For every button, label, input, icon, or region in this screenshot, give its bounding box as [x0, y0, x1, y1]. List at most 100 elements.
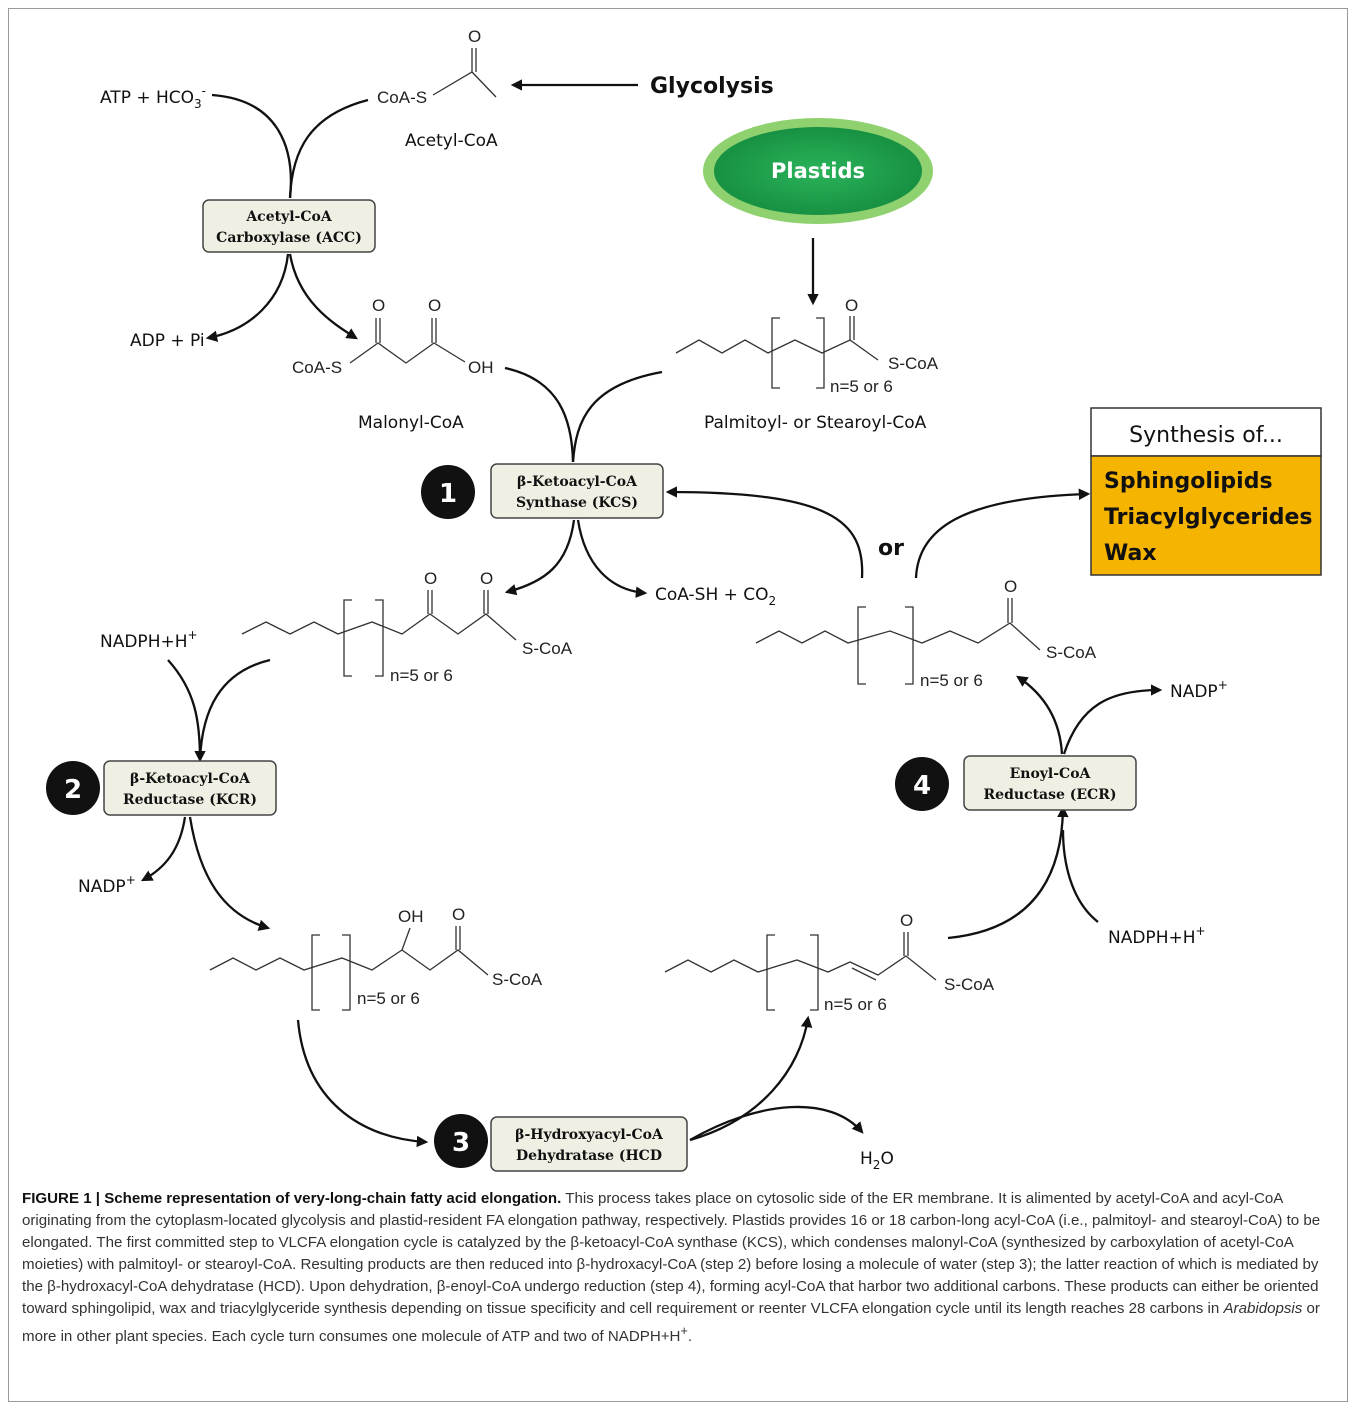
hcd-line1: β-Hydroxyacyl-CoA: [515, 1127, 664, 1143]
acetyl-coa-label: Acetyl-CoA: [405, 131, 498, 151]
svg-text:2: 2: [64, 775, 82, 805]
hydroxyacyl-oh: OH: [398, 907, 424, 926]
nadph-to-kcr-arrow: [167, 659, 206, 763]
acyl-oxygen: O: [1004, 577, 1017, 596]
synthesis-item-sphingolipids: Sphingolipids: [1104, 469, 1273, 494]
kcs-enzyme-box: β-Ketoacyl-CoA Synthase (KCS): [490, 463, 664, 519]
nadp-label-kcr: NADP+: [78, 873, 136, 897]
or-label: or: [878, 536, 904, 561]
kcr-enzyme-box: β-Ketoacyl-CoA Reductase (KCR): [103, 760, 277, 816]
acyl-repeat: n=5 or 6: [920, 671, 983, 690]
hydroxyacyl-to-hcd-arrow: [296, 1019, 429, 1148]
acetyl-coa-structure: CoA-S O Acetyl-CoA: [377, 27, 498, 151]
synthesis-item-wax: Wax: [1104, 541, 1157, 566]
kcr-to-nadp-arrow: [140, 816, 187, 882]
hcd-to-water-arrow: [689, 1105, 864, 1141]
caption-label: FIGURE 1 | Scheme representation of very…: [22, 1190, 562, 1207]
step-4-badge: 4: [895, 757, 949, 811]
nadph-label-ecr: NADPH+H+: [1108, 924, 1206, 948]
malonyl-to-kcs-arrow: [504, 366, 575, 463]
kcs-line2: Synthase (KCS): [516, 495, 638, 511]
caption-text-2: or more in other plant species. Each cyc…: [22, 1300, 1320, 1346]
ketoacyl-oxygen-1: O: [424, 569, 437, 588]
figure-caption: FIGURE 1 | Scheme representation of very…: [22, 1188, 1334, 1348]
water-label: H2O: [860, 1149, 894, 1172]
acyl-to-synthesis-arrow: [914, 488, 1091, 579]
ketoacyl-scoa: S-CoA: [522, 639, 573, 658]
svg-text:4: 4: [913, 771, 931, 801]
ecr-to-nadp-arrow: [1062, 684, 1163, 755]
ecr-enzyme-box: Enoyl-CoA Reductase (ECR): [963, 755, 1137, 811]
plastids-label: Plastids: [771, 159, 865, 183]
kcs-line1: β-Ketoacyl-CoA: [517, 474, 638, 490]
svg-text:1: 1: [439, 479, 457, 509]
coash-co2-label: CoA-SH + CO2: [655, 585, 776, 608]
palmitoyl-coa-label: Palmitoyl- or Stearoyl-CoA: [704, 413, 927, 433]
acc-enzyme-box: Acetyl-CoA Carboxylase (ACC): [202, 199, 376, 253]
synthesis-header: Synthesis of...: [1129, 423, 1283, 448]
nadp-label-ecr: NADP+: [1170, 678, 1228, 702]
enoyl-scoa: S-CoA: [944, 975, 995, 994]
caption-sup: +: [680, 1324, 688, 1338]
adp-arrow: [205, 253, 290, 342]
kcr-line2: Reductase (KCR): [123, 792, 257, 808]
acetyl-oxygen: O: [468, 27, 481, 46]
enoyl-repeat: n=5 or 6: [824, 995, 887, 1014]
ecr-line2: Reductase (ECR): [984, 787, 1117, 803]
acc-line2: Carboxylase (ACC): [216, 230, 362, 246]
figure-frame: [8, 8, 1348, 1402]
ketoacyl-coa-structure: O O S-CoA n=5 or 6: [241, 569, 573, 685]
glycolysis-label: Glycolysis: [650, 74, 774, 99]
palmitoyl-coa-structure: O S-CoA n=5 or 6 Palmitoyl- or Stearoyl-…: [675, 296, 939, 433]
malonyl-coa-label: Malonyl-CoA: [358, 413, 464, 433]
hydroxyacyl-repeat: n=5 or 6: [357, 989, 420, 1008]
malonyl-arrow: [288, 253, 358, 340]
hcd-to-enoyl-arrow: [689, 1015, 813, 1142]
ketoacyl-repeat: n=5 or 6: [390, 666, 453, 685]
ecr-line1: Enoyl-CoA: [1010, 766, 1092, 782]
malonyl-oxygen-2: O: [428, 296, 441, 315]
nadph-label-kcr: NADPH+H+: [100, 628, 198, 652]
hydroxyacyl-oxygen: O: [452, 905, 465, 924]
kcs-to-ketoacyl-arrow: [504, 519, 576, 596]
kcs-to-coash-arrow: [576, 519, 648, 598]
malonyl-oxygen-1: O: [372, 296, 385, 315]
hydroxyacyl-scoa: S-CoA: [492, 970, 543, 989]
palmitoyl-repeat: n=5 or 6: [830, 377, 893, 396]
svg-text:3: 3: [452, 1128, 470, 1158]
enoyl-to-ecr-arrow: [947, 805, 1069, 940]
step-1-badge: 1: [421, 465, 475, 519]
adp-pi-label: ADP + Pi: [130, 331, 205, 351]
step-2-badge: 2: [46, 761, 100, 815]
atp-arrow: [211, 93, 292, 199]
ketoacyl-oxygen-2: O: [480, 569, 493, 588]
malonyl-oh-text: OH: [468, 358, 494, 377]
enoyl-coa-structure: O S-CoA n=5 or 6: [664, 911, 995, 1014]
ecr-to-acyl-arrow: [1016, 675, 1064, 755]
acyl-to-kcs-arrow: [665, 486, 864, 579]
palmitoyl-to-kcs-arrow: [571, 370, 663, 463]
enoyl-oxygen: O: [900, 911, 913, 930]
acyl-scoa: S-CoA: [1046, 643, 1097, 662]
synthesis-item-triacylglycerides: Triacylglycerides: [1104, 505, 1313, 530]
malonyl-coa-structure: CoA-S O O OH Malonyl-CoA: [292, 296, 494, 433]
palmitoyl-scoa: S-CoA: [888, 354, 939, 373]
ketoacyl-to-kcr-arrow: [198, 658, 271, 761]
caption-end: .: [687, 1328, 693, 1346]
palmitoyl-oxygen: O: [845, 296, 858, 315]
caption-italic: Arabidopsis: [1223, 1300, 1303, 1317]
atp-hco3-label: ATP + HCO3-: [100, 84, 206, 111]
acetyl-coa-group: CoA-S: [377, 88, 427, 107]
kcr-to-hydroxyacyl-arrow: [188, 816, 271, 931]
step-3-badge: 3: [434, 1114, 488, 1168]
acc-line1: Acetyl-CoA: [245, 209, 333, 225]
plastids-ellipse: Plastids: [703, 118, 933, 224]
acetyl-coa-arrow: [288, 98, 369, 199]
elongated-acyl-coa-structure: O S-CoA n=5 or 6: [755, 577, 1097, 690]
caption-text-1: This process takes place on cytosolic si…: [22, 1190, 1321, 1317]
hcd-line2: Dehydratase (HCD: [516, 1148, 662, 1164]
hcd-enzyme-box: β-Hydroxyacyl-CoA Dehydratase (HCD: [490, 1116, 688, 1172]
kcr-line1: β-Ketoacyl-CoA: [130, 771, 251, 787]
malonyl-coas-text: CoA-S: [292, 358, 342, 377]
nadph-to-ecr-arrow: [1061, 829, 1099, 923]
